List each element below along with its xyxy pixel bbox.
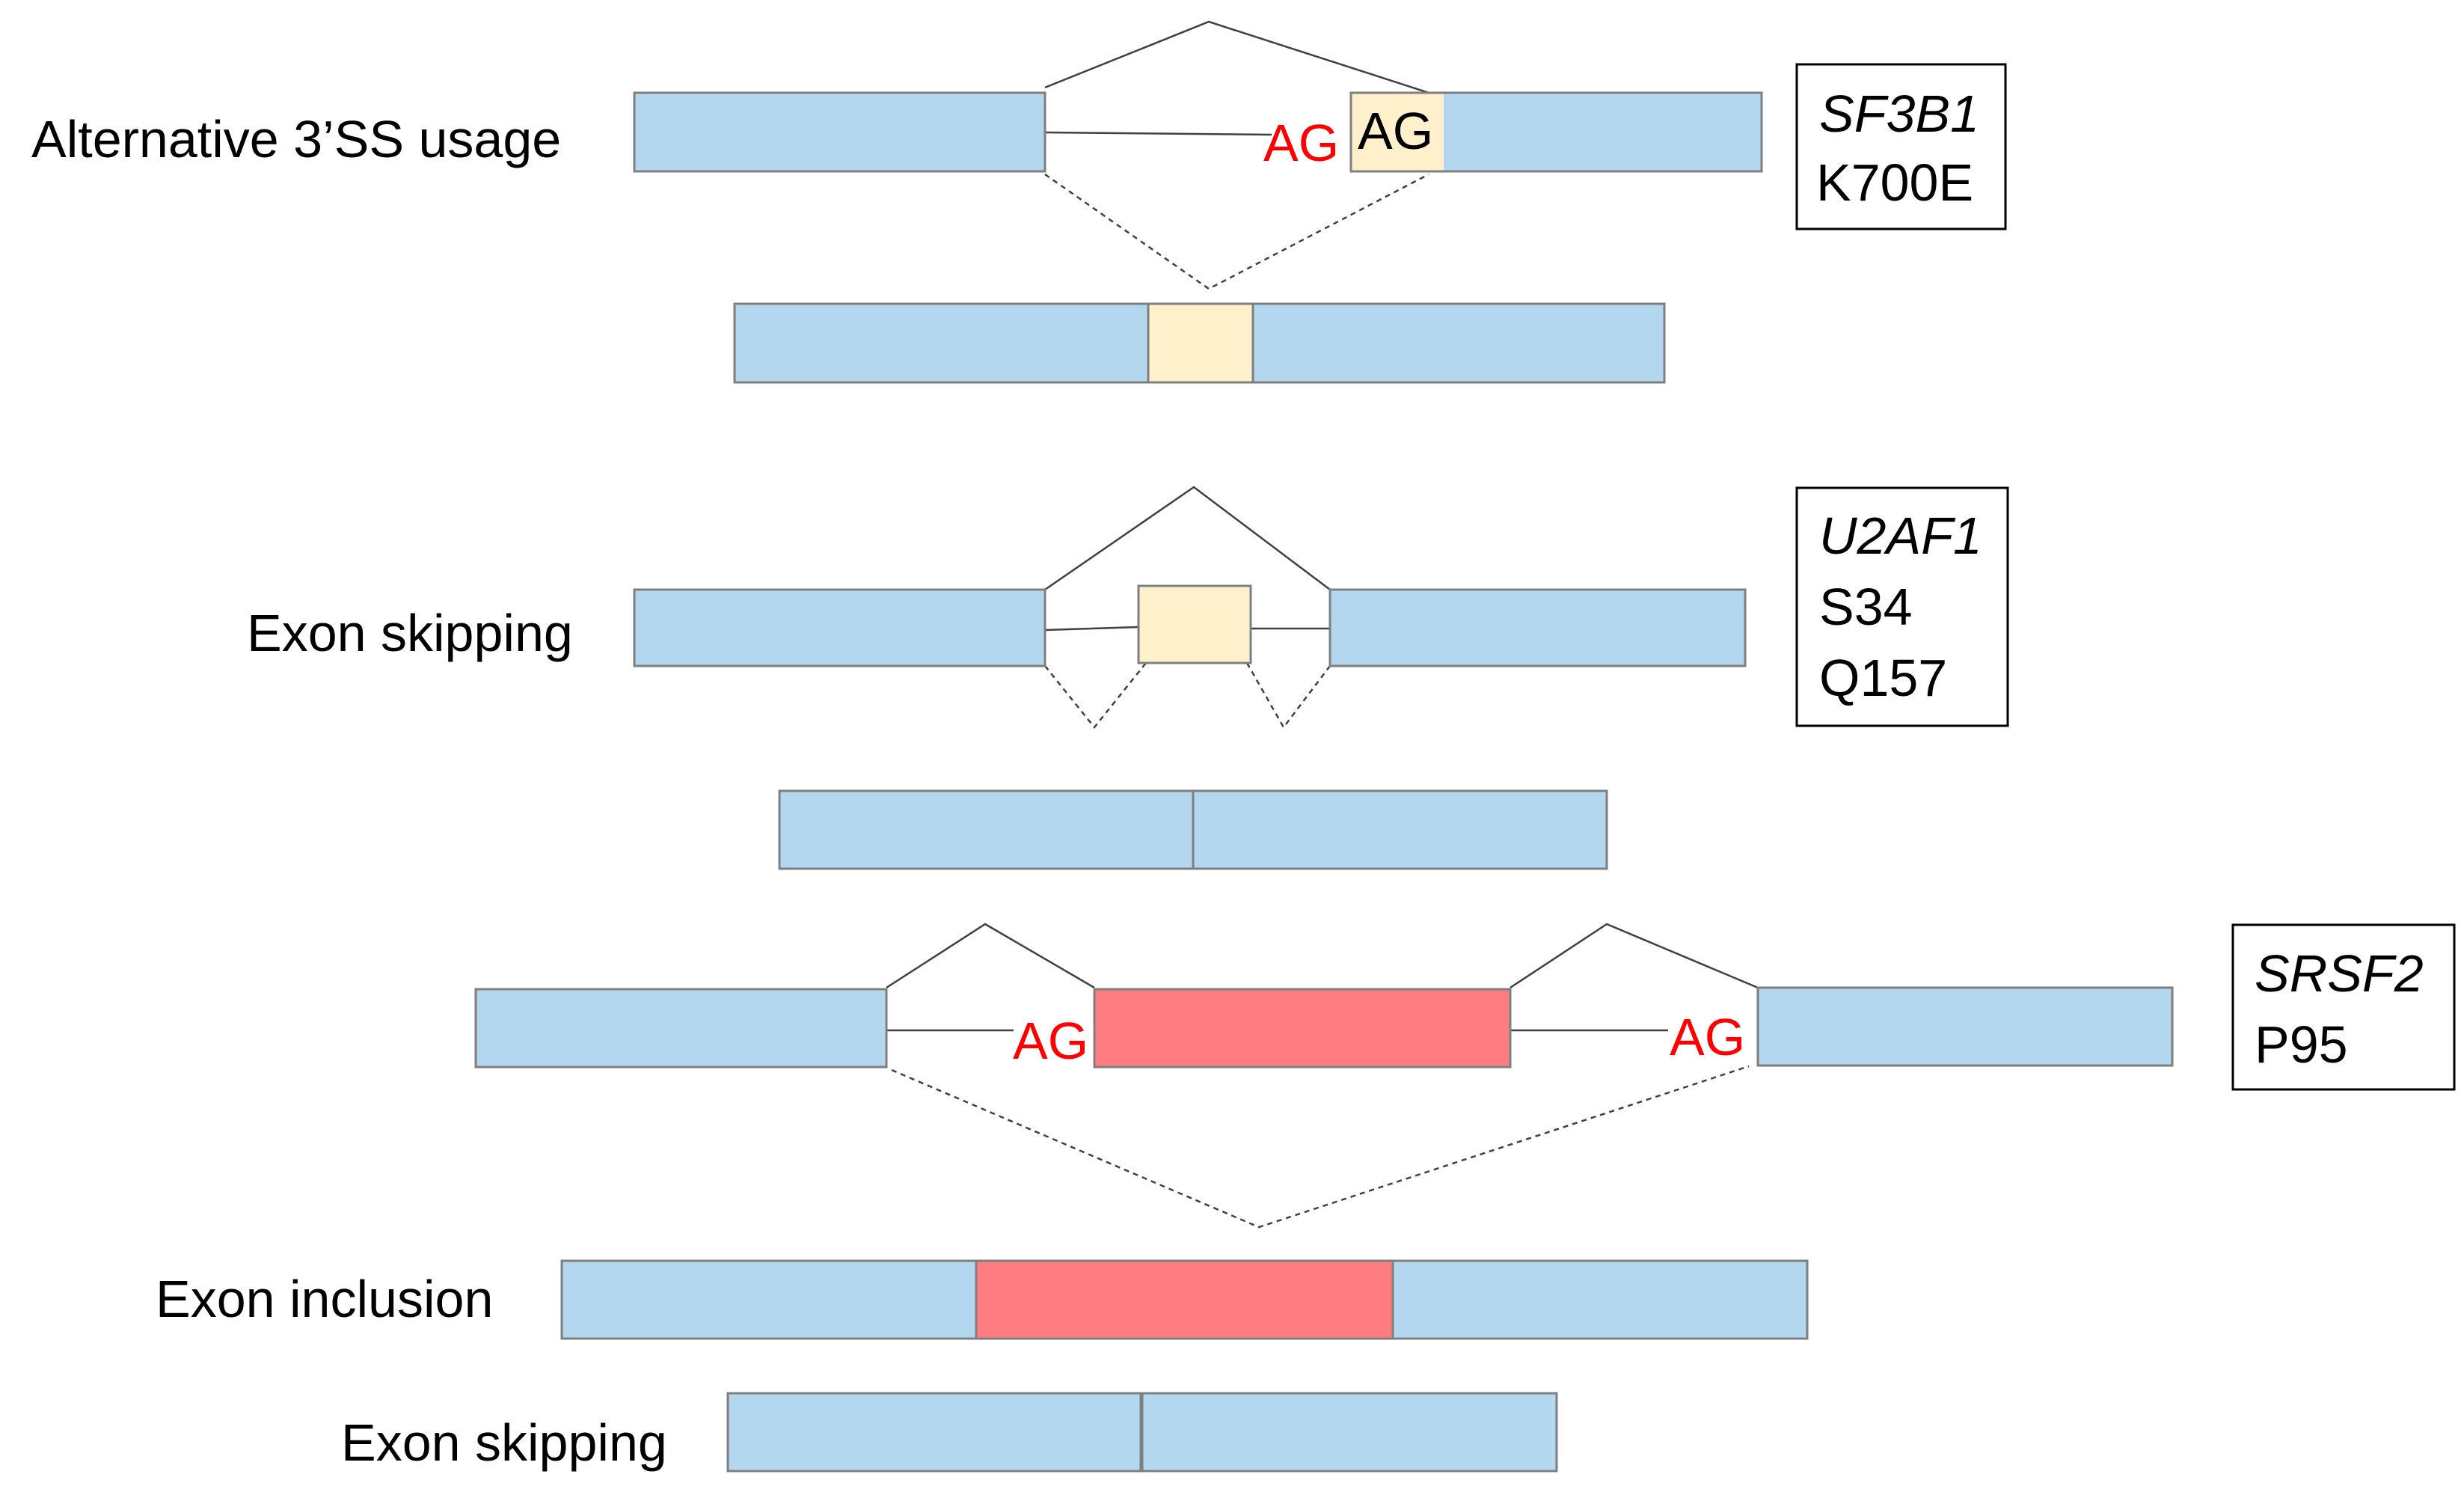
label-alternative-3ss: Alternative 3’SS usage (31, 110, 561, 168)
inclusion-mrna-exon-upstream (560, 1259, 978, 1340)
label-exon-skipping-1: Exon skipping (247, 604, 573, 662)
splice-site-left: AG (1013, 1012, 1088, 1070)
mrna-alternative-segment (1147, 302, 1254, 384)
splice-site-right: AG (1670, 1008, 1745, 1066)
inclusion-junction-left (1044, 662, 1147, 729)
intron-line-left (1044, 626, 1139, 632)
mrna-exon-downstream (1251, 302, 1666, 384)
panel-exon-skipping: Exon skipping U2AF1 S34 Q157 (247, 486, 2009, 870)
label-exon-skipping-2: Exon skipping (341, 1413, 667, 1472)
splice-site-proximal: AG (1263, 114, 1339, 172)
gene-name-sf3b1: SF3B1 (1819, 85, 1979, 143)
gene-mutation-sf3b1: K700E (1816, 153, 1973, 212)
alternative-exon-extension (1351, 93, 1444, 171)
inclusion-junction-right (1510, 923, 1759, 989)
splice-site-distal: AG (1358, 102, 1433, 160)
exon-downstream-outline (1349, 91, 1763, 173)
mrna-exon-downstream (1192, 789, 1608, 870)
gene-mutation-srsf2: P95 (2255, 1015, 2348, 1074)
skipping-mrna-exon-downstream (1140, 1392, 1558, 1473)
cassette-exon (1093, 988, 1512, 1068)
gene-mutation-u2af1-q157: Q157 (1819, 649, 1947, 707)
label-exon-inclusion: Exon inclusion (156, 1270, 493, 1328)
gene-name-srsf2: SRSF2 (2255, 944, 2424, 1003)
gene-box-srsf2 (2231, 923, 2456, 1091)
mrna-exon-upstream (778, 789, 1195, 870)
exon-upstream (474, 988, 888, 1068)
cassette-exon (1137, 584, 1252, 664)
gene-name-u2af1: U2AF1 (1819, 507, 1982, 565)
skipping-junction (1044, 486, 1331, 591)
skipping-junction (891, 1065, 1750, 1229)
exon-downstream (1756, 986, 2174, 1067)
canonical-junction (1044, 20, 1429, 94)
panel-srsf2: AG AG SRSF2 P95 Exon inclusion Exon skip… (156, 923, 2456, 1473)
inclusion-mrna-cassette-exon (975, 1259, 1394, 1340)
inclusion-junction-right (1245, 662, 1331, 730)
intron-line (1044, 131, 1272, 136)
gene-box-sf3b1 (1795, 63, 2007, 230)
gene-box-u2af1 (1795, 486, 2009, 727)
skipping-mrna-exon-upstream (726, 1392, 1143, 1473)
exon-downstream (1328, 588, 1747, 667)
inclusion-junction-left (886, 923, 1095, 989)
gene-mutation-u2af1-s34: S34 (1819, 578, 1913, 636)
panel-alternative-3ss: Alternative 3’SS usage AG AG SF3B1 K700E (31, 20, 2007, 384)
mrna-exon-upstream (733, 302, 1150, 384)
inclusion-mrna-exon-downstream (1391, 1259, 1809, 1340)
alternative-junction (1044, 173, 1429, 290)
exon-upstream (633, 91, 1046, 173)
exon-upstream (633, 588, 1046, 667)
